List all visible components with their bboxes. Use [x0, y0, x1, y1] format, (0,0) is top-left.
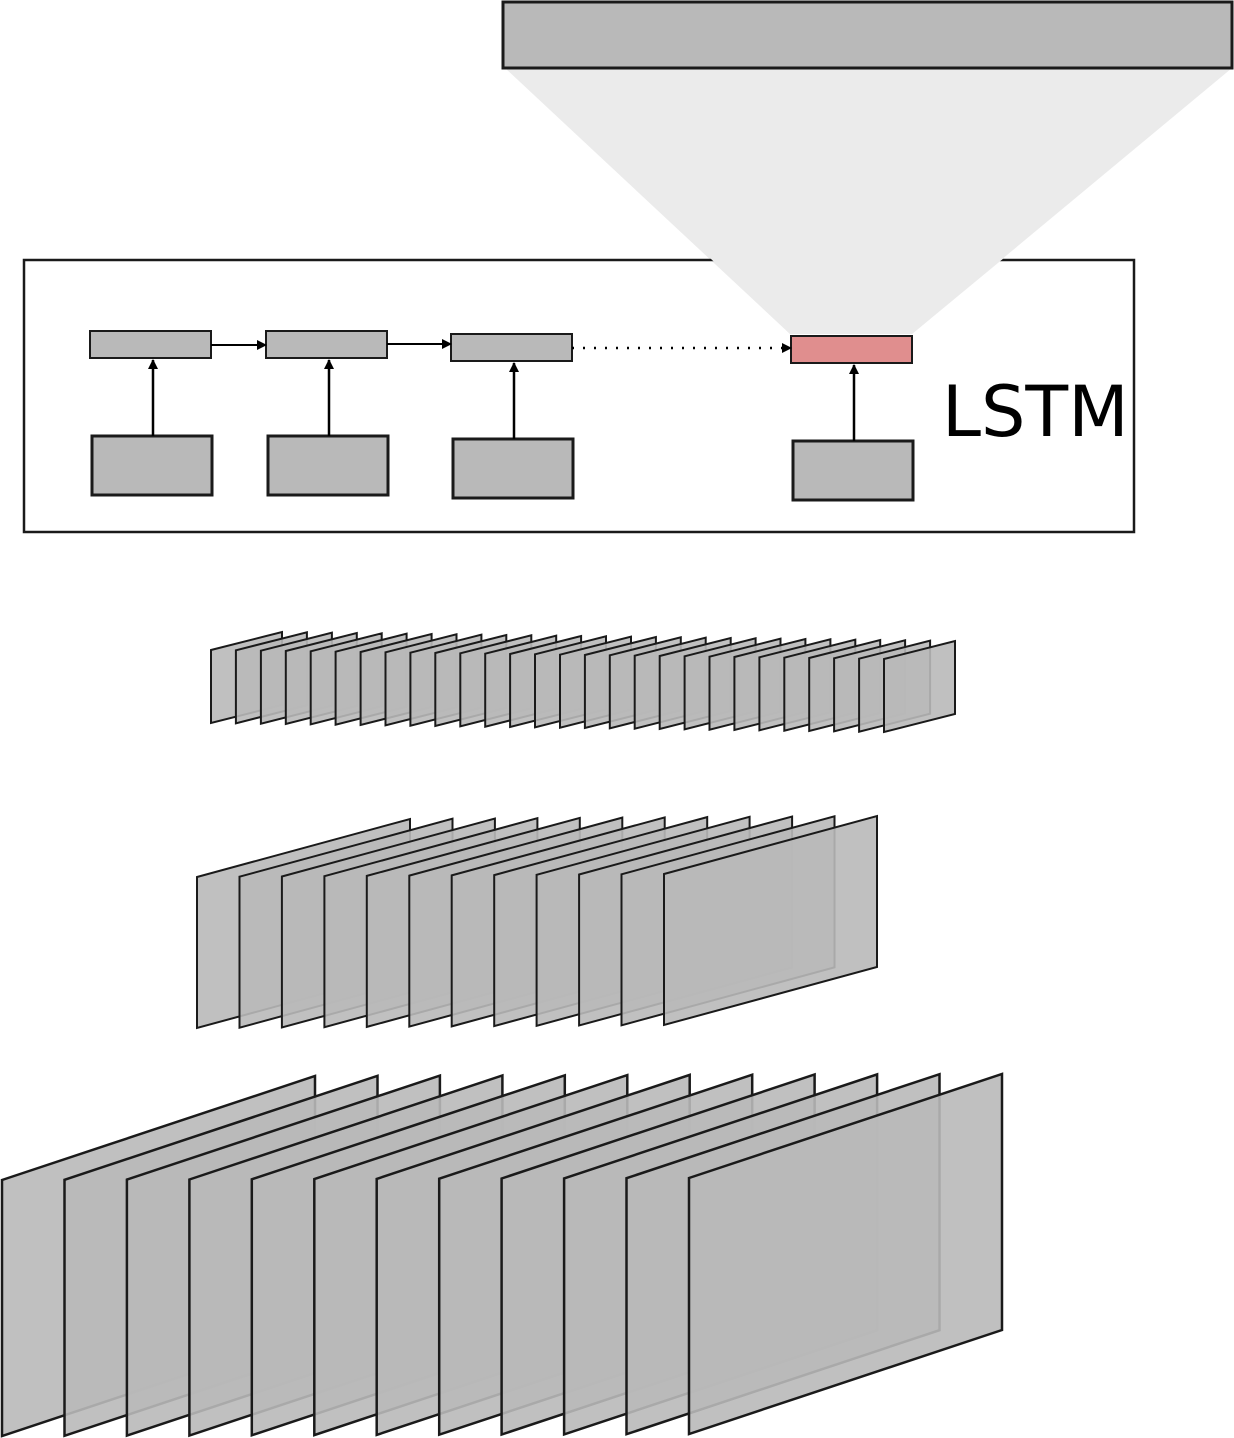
- feature-map-bottom-12: [687, 1072, 1004, 1436]
- lstm-label: LSTM: [942, 371, 1129, 453]
- lstm-input-final: [791, 439, 915, 502]
- hidden-state-2: [265, 330, 388, 359]
- feature-map-stack-top: [210, 630, 956, 734]
- projection-funnel: [505, 68, 1232, 334]
- lstm-input-2: [266, 434, 390, 497]
- output-vector: [501, 0, 1234, 70]
- hidden-state-final: [790, 335, 913, 364]
- lstm-input-1: [90, 434, 214, 497]
- feature-map-stack-bottom: [0, 1072, 1004, 1438]
- lstm-input-3: [451, 437, 575, 500]
- hidden-state-3: [450, 333, 573, 362]
- feature-map-stack-middle: [196, 814, 878, 1030]
- feature-map-middle-12: [663, 814, 878, 1027]
- lstm-frame: [22, 258, 1136, 534]
- projection-funnel-overlay: [710, 258, 1004, 334]
- feature-map-top-28: [883, 639, 956, 734]
- hidden-state-1: [89, 330, 212, 359]
